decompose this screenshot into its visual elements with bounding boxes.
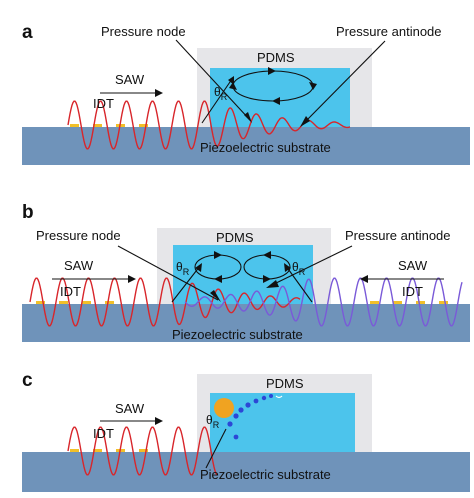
arrowhead [263, 275, 271, 283]
panel-b-saw-right-label: SAW [398, 258, 428, 273]
panel-b-idt-right-label: IDT [402, 284, 423, 299]
panel-a-pressure-node-label: Pressure node [101, 24, 186, 39]
panel-c-saw-label: SAW [115, 401, 145, 416]
panel-c-particle [214, 398, 234, 418]
panel-b-label: b [22, 202, 34, 223]
panel-c-fluid-channel [210, 393, 355, 454]
panel-a: a Pressure node Pressure antinode PDMS S… [22, 22, 470, 165]
panel-b-saw-wave-right [184, 277, 463, 327]
idt-electrode [59, 301, 68, 304]
idt-electrode [70, 124, 79, 127]
droplet [233, 434, 239, 440]
panel-b-radiation-ray-right [285, 265, 313, 303]
panel-c-substrate [22, 452, 470, 492]
arrowhead [229, 82, 237, 90]
idt-electrode [70, 449, 79, 452]
panel-b-arrowheads [128, 251, 368, 302]
panel-b-radiation-ray-left [171, 265, 201, 303]
arrowhead [195, 263, 202, 272]
panel-b-pressure-antinode-label: Pressure antinode [345, 228, 451, 243]
panel-c-saw-wave [67, 426, 218, 476]
idt-electrode [36, 301, 45, 304]
arrowhead [263, 251, 271, 259]
arrowhead [272, 97, 280, 105]
arrowhead [360, 275, 368, 283]
panel-c-pdms-label: PDMS [266, 376, 304, 391]
panel-b: b Pressure node Pressure antinode PDMS S… [22, 202, 470, 342]
idt-electrode [105, 301, 114, 304]
panel-a-idt-label: IDT [93, 96, 114, 111]
droplet [253, 398, 259, 404]
idt-electrode [393, 301, 402, 304]
panel-b-node-pointer [117, 245, 219, 301]
arrowhead [266, 280, 279, 288]
arrowhead [155, 89, 163, 97]
idt-electrode [439, 301, 448, 304]
droplet [261, 395, 267, 401]
panel-a-node-pointer [175, 39, 251, 121]
arrowhead [128, 275, 136, 283]
panel-a-radiation-ray [201, 78, 233, 124]
droplet [233, 413, 239, 419]
panel-a-substrate-label: Piezoelectric substrate [200, 140, 331, 155]
panel-a-pressure-antinode-label: Pressure antinode [336, 24, 442, 39]
idt-electrode [370, 301, 379, 304]
panel-c-label: c [22, 370, 33, 391]
panel-c: c PDMS SAW IDT Piezoelectric substrate θ… [22, 370, 470, 492]
panel-b-fluid-channel [173, 245, 313, 307]
panel-c-radiation-ray [205, 428, 227, 469]
panel-c-annotation-lines [100, 420, 227, 469]
arrowhead [300, 116, 310, 127]
idt-electrode [416, 301, 425, 304]
idt-electrode [93, 124, 102, 127]
arrowhead [244, 112, 252, 123]
panel-c-arrowheads [155, 417, 163, 425]
panel-c-theta-label: θR [206, 413, 220, 430]
droplet [269, 394, 273, 398]
arrowhead [155, 417, 163, 425]
panel-c-idt-label: IDT [93, 426, 114, 441]
droplet [227, 421, 233, 427]
panel-b-saw-left-label: SAW [64, 258, 94, 273]
idt-electrode [93, 449, 102, 452]
arrowhead [214, 251, 222, 259]
panel-b-theta-left-label: θR [176, 260, 190, 277]
idt-electrode [139, 124, 148, 127]
panel-c-atomized-droplets [227, 394, 273, 440]
arrowhead [210, 290, 221, 302]
panel-b-idt-electrodes-left [36, 301, 114, 304]
panel-b-pressure-node-label: Pressure node [36, 228, 121, 243]
panel-c-substrate-label: Piezoelectric substrate [200, 467, 331, 482]
droplet [238, 407, 244, 413]
idt-electrode [139, 449, 148, 452]
panel-a-saw-label: SAW [115, 72, 145, 87]
panel-b-idt-left-label: IDT [60, 284, 81, 299]
panel-a-substrate [22, 127, 470, 165]
idt-electrode [82, 301, 91, 304]
droplet [245, 402, 251, 408]
panel-b-theta-right-label: θR [292, 260, 306, 277]
panel-b-annotation-lines [52, 245, 444, 303]
panel-a-pdms-label: PDMS [257, 50, 295, 65]
panel-b-pdms-label: PDMS [216, 230, 254, 245]
arrowhead [214, 275, 222, 283]
panel-b-substrate-label: Piezoelectric substrate [172, 327, 303, 342]
panel-b-idt-electrodes-right [370, 301, 448, 304]
panel-b-antinode-pointer [269, 245, 353, 287]
panel-c-mist-mark [275, 395, 283, 399]
arrowhead [309, 82, 317, 90]
arrowhead [268, 67, 276, 75]
arrowhead [284, 263, 291, 272]
panel-a-label: a [22, 22, 33, 43]
panel-b-saw-wave-left [29, 277, 301, 327]
panel-a-antinode-pointer [302, 40, 386, 125]
panel-a-arrowheads [155, 67, 317, 127]
panel-a-theta-label: θR [214, 85, 228, 102]
